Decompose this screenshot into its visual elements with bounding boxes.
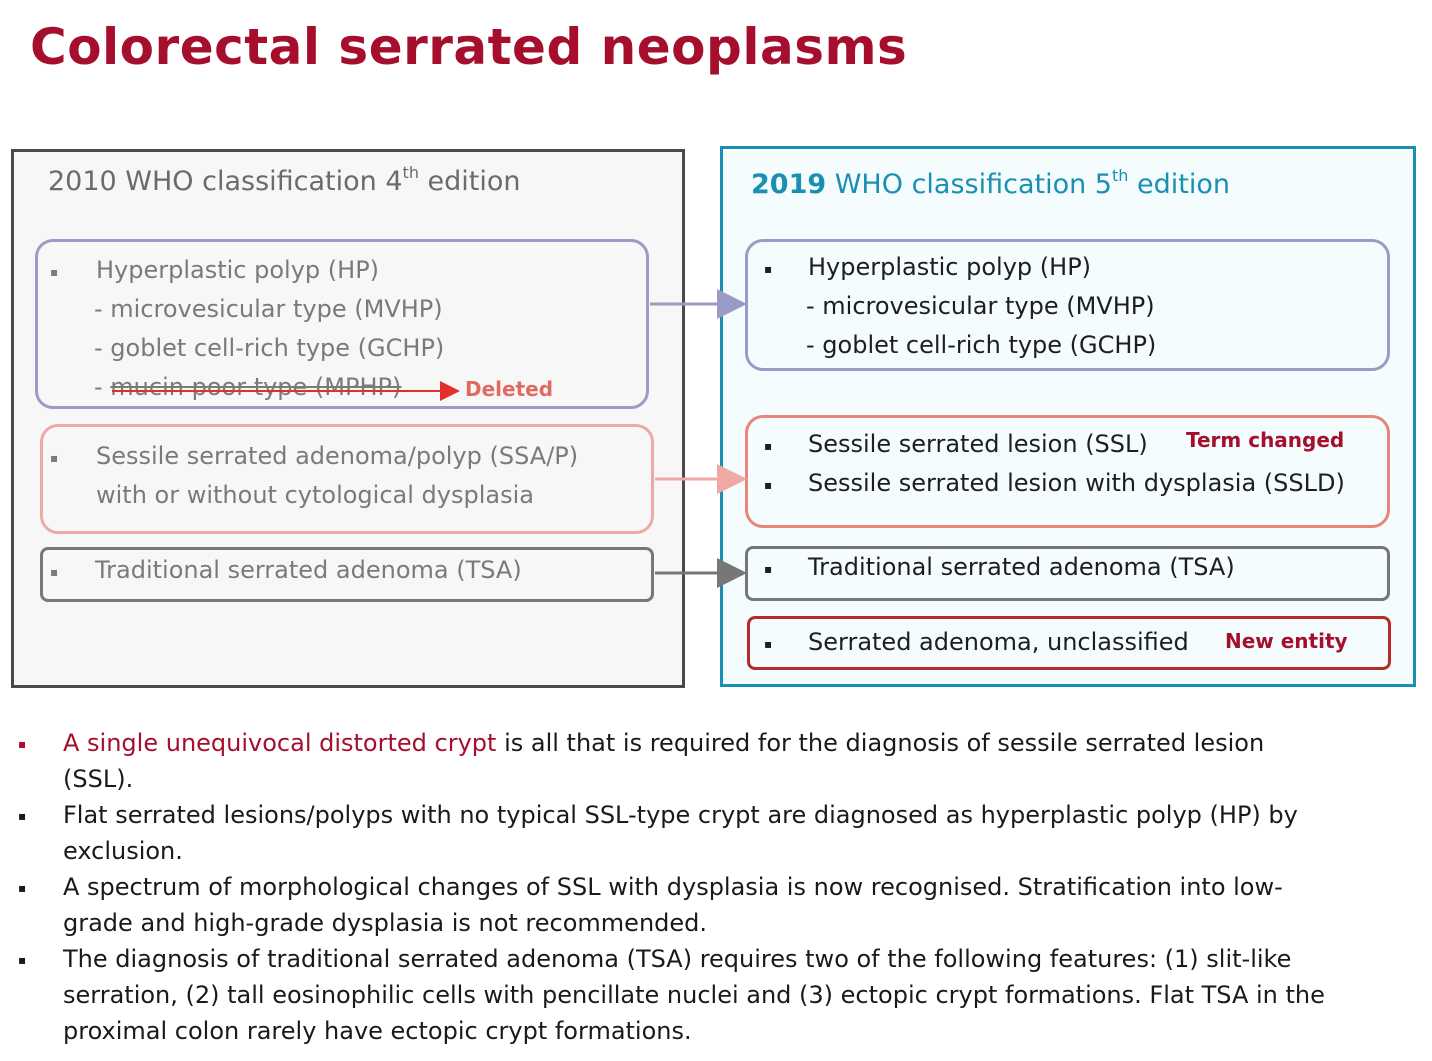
note-2-line2: exclusion. [63,837,183,865]
left-tsa-bullet: ▪ [50,565,59,579]
note-4-line2: serration, (2) tall eosinophilic cells w… [63,981,1325,1009]
deleted-label: Deleted [465,377,554,401]
note-1-highlight: A single unequivocal distorted crypt [63,729,497,757]
note-4-bullet: ▪ [18,953,27,967]
right-tsa-text: Traditional serrated adenoma (TSA) [808,553,1235,581]
right-ssl-bullet-2: ▪ [764,478,773,492]
right-hp-bullet: ▪ [764,262,773,276]
page-title: Colorectal serrated neoplasms [30,18,908,76]
left-ssa-box [40,424,654,534]
right-hp-sub-gchp: - goblet cell-rich type (GCHP) [806,331,1157,359]
right-unclassified-text: Serrated adenoma, unclassified [808,628,1189,656]
note-3: A spectrum of morphological changes of S… [63,869,1403,941]
right-hp-sub-mvhp: - microvesicular type (MVHP) [806,292,1155,320]
right-heading-tail: edition [1128,169,1230,200]
right-ssl-bullet-1: ▪ [764,439,773,453]
left-hp-main: Hyperplastic polyp (HP) [96,256,380,284]
right-unclassified-bullet: ▪ [764,637,773,651]
note-1-line2: (SSL). [63,765,134,793]
left-hp-sub-mvhp: - microvesicular type (MVHP) [94,295,443,323]
right-ssl-line2: Sessile serrated lesion with dysplasia (… [808,469,1345,497]
left-heading-tail: edition [418,166,521,197]
note-4-line1: The diagnosis of traditional serrated ad… [63,945,1292,973]
left-hp-sub-mphp-dash: - [94,373,111,401]
left-tsa-box [40,547,654,602]
right-heading-year: 2019 [751,169,827,200]
left-panel-2010 [11,149,685,688]
right-unclassified-box [747,616,1391,670]
note-3-line1: A spectrum of morphological changes of S… [63,873,1283,901]
left-ssa-bullet: ▪ [50,451,59,465]
left-ssa-line2: with or without cytological dysplasia [96,481,534,509]
note-1: A single unequivocal distorted crypt is … [63,725,1403,797]
term-changed-label: Term changed [1186,428,1345,452]
note-3-bullet: ▪ [18,881,27,895]
right-heading-text: WHO classification 5 [826,169,1112,200]
left-ssa-line1: Sessile serrated adenoma/polyp (SSA/P) [96,442,579,470]
right-tsa-bullet: ▪ [764,562,773,576]
left-heading-sup: th [402,163,419,182]
right-panel-heading: 2019 WHO classification 5th edition [751,166,1230,201]
right-hp-main: Hyperplastic polyp (HP) [808,253,1092,281]
note-1-line1: is all that is required for the diagnosi… [496,729,1265,757]
left-heading-text: 2010 WHO classification 4 [48,166,403,197]
left-hp-sub-gchp: - goblet cell-rich type (GCHP) [94,334,445,362]
left-hp-bullet: ▪ [50,265,59,279]
new-entity-label: New entity [1225,629,1348,653]
note-3-line2: grade and high-grade dysplasia is not re… [63,909,708,937]
note-2: Flat serrated lesions/polyps with no typ… [63,797,1403,869]
note-4-line3: proximal colon rarely have ectopic crypt… [63,1017,692,1045]
note-2-line1: Flat serrated lesions/polyps with no typ… [63,801,1298,829]
right-heading-sup: th [1111,166,1129,185]
note-1-bullet: ▪ [18,737,27,751]
left-tsa-text: Traditional serrated adenoma (TSA) [95,556,522,584]
left-panel-heading: 2010 WHO classification 4th edition [48,163,521,198]
left-hp-sub-mphp-text: mucin poor type (MPHP) [110,373,402,401]
right-ssl-line1: Sessile serrated lesion (SSL) [808,430,1148,458]
note-2-bullet: ▪ [18,809,27,823]
left-hp-box [35,239,649,409]
note-4: The diagnosis of traditional serrated ad… [63,941,1403,1049]
left-hp-sub-mphp: - mucin poor type (MPHP) [94,373,401,401]
